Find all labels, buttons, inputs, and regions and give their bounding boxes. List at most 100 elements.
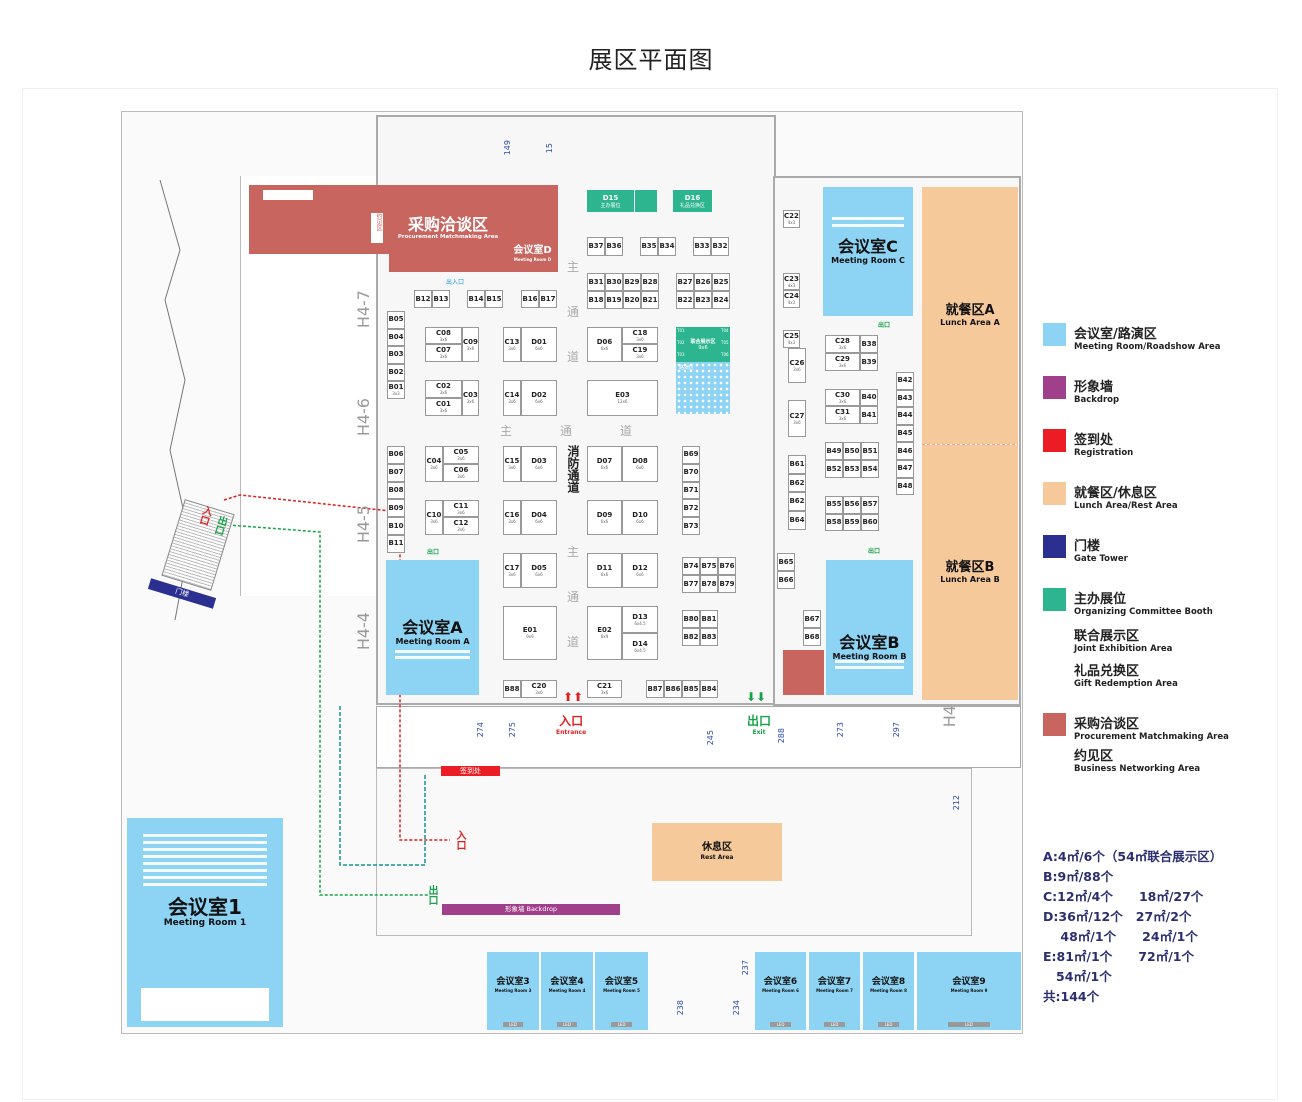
booth-b04[interactable]: B04 <box>387 328 405 346</box>
booth-b48[interactable]: B48 <box>896 477 914 496</box>
booth-b61[interactable]: B61 <box>788 455 806 474</box>
meeting-room-c[interactable]: 会议室C Meeting Room C <box>823 187 913 316</box>
booth-b74[interactable]: B74 <box>682 557 700 575</box>
booth-b66[interactable]: B66 <box>777 571 795 589</box>
booth-b49[interactable]: B49 <box>825 442 843 460</box>
booth-b29[interactable]: B29 <box>623 273 641 291</box>
booth-b65[interactable]: B65 <box>777 553 795 571</box>
booth-b18[interactable]: B18 <box>587 291 605 309</box>
meeting-room-4[interactable]: 会议室4 Meeting Room 4 LED <box>541 952 593 1030</box>
booth-b36[interactable]: B36 <box>605 237 623 256</box>
booth-b39[interactable]: B39 <box>860 353 878 371</box>
booth-b08[interactable]: B08 <box>387 481 405 500</box>
booth-b54[interactable]: B54 <box>861 460 879 478</box>
booth-b80[interactable]: B80 <box>682 610 700 628</box>
booth-b85[interactable]: B85 <box>682 680 700 698</box>
booth-b72[interactable]: B72 <box>682 499 700 518</box>
meeting-room-7[interactable]: 会议室7 Meeting Room 7 LED <box>809 952 860 1030</box>
booth-b67[interactable]: B67 <box>803 610 821 628</box>
booth-b75[interactable]: B75 <box>700 557 718 575</box>
booth-b11[interactable]: B11 <box>387 535 405 553</box>
booth-b06[interactable]: B06 <box>387 446 405 464</box>
booth-b15[interactable]: B15 <box>485 290 503 308</box>
booth-b84[interactable]: B84 <box>700 680 718 698</box>
booth-b44[interactable]: B44 <box>896 407 914 425</box>
booth-b23[interactable]: B23 <box>694 291 712 309</box>
booth-b14[interactable]: B14 <box>467 290 485 308</box>
booth-b09[interactable]: B09 <box>387 499 405 518</box>
booth-b58[interactable]: B58 <box>825 513 843 531</box>
booth-b77[interactable]: B77 <box>682 575 700 593</box>
booth-b55[interactable]: B55 <box>825 496 843 514</box>
booth-b43[interactable]: B43 <box>896 389 914 408</box>
booth-b38[interactable]: B38 <box>860 335 878 353</box>
meeting-room-8[interactable]: 会议室8 Meeting Room 8 LED <box>863 952 914 1030</box>
booth-b13[interactable]: B13 <box>432 290 450 308</box>
booth-b46[interactable]: B46 <box>896 442 914 460</box>
meeting-room-9[interactable]: 会议室9 Meeting Room 9 LED <box>917 952 1021 1030</box>
booth-b76[interactable]: B76 <box>718 557 736 575</box>
booth-b88[interactable]: B88 <box>503 680 521 698</box>
booth-b71[interactable]: B71 <box>682 481 700 500</box>
meeting-room-1[interactable]: 会议室1 Meeting Room 1 <box>127 818 283 1027</box>
booth-b34[interactable]: B34 <box>658 237 676 256</box>
main-entrance-sign[interactable]: 入口 Entrance <box>556 712 586 736</box>
booth-b25[interactable]: B25 <box>712 273 730 291</box>
booth-b03[interactable]: B03 <box>387 346 405 364</box>
booth-b16[interactable]: B16 <box>521 290 539 308</box>
booth-b62[interactable]: B62 <box>788 492 806 512</box>
booth-b62[interactable]: B62 <box>788 473 806 493</box>
booth-b60[interactable]: B60 <box>861 513 879 531</box>
booth-b70[interactable]: B70 <box>682 463 700 482</box>
booth-b52[interactable]: B52 <box>825 460 843 478</box>
booth-b24[interactable]: B24 <box>712 291 730 309</box>
booth-b73[interactable]: B73 <box>682 517 700 535</box>
meeting-room-6[interactable]: 会议室6 Meeting Room 6 LED <box>755 952 806 1030</box>
booth-b28[interactable]: B28 <box>641 273 659 291</box>
booth-b42[interactable]: B42 <box>896 372 914 390</box>
booth-b47[interactable]: B47 <box>896 460 914 478</box>
booth-b40[interactable]: B40 <box>860 389 878 406</box>
booth-b20[interactable]: B20 <box>623 291 641 309</box>
booth-b64[interactable]: B64 <box>788 511 806 530</box>
booth-b35[interactable]: B35 <box>640 237 658 256</box>
booth-b21[interactable]: B21 <box>641 291 659 309</box>
booth-b83[interactable]: B83 <box>700 628 718 646</box>
booth-b17[interactable]: B17 <box>539 290 557 308</box>
booth-b59[interactable]: B59 <box>843 513 861 531</box>
booth-b05[interactable]: B05 <box>387 311 405 329</box>
booth-b33[interactable]: B33 <box>693 237 711 256</box>
